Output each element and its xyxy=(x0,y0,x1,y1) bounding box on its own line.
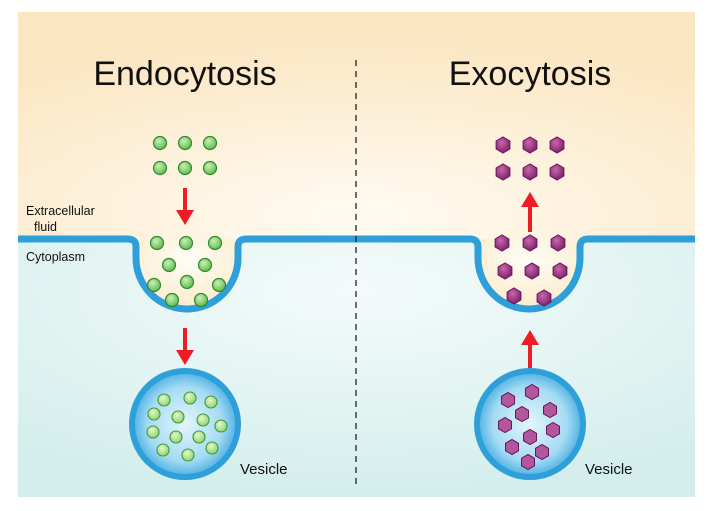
endocytosis-pocket xyxy=(138,239,236,307)
extracellular-label-line2: fluid xyxy=(34,220,57,234)
exo-vesicle xyxy=(474,368,586,480)
purple-particle xyxy=(522,163,538,181)
purple-particle xyxy=(495,163,511,181)
exocytosis-title: Exocytosis xyxy=(449,55,612,93)
green-particle xyxy=(207,235,223,251)
green-particle xyxy=(156,443,170,457)
purple-particle xyxy=(494,234,510,252)
green-particle xyxy=(152,160,168,176)
endo-arrow-in xyxy=(176,188,194,225)
purple-particle xyxy=(525,383,539,401)
green-particle xyxy=(171,410,185,424)
purple-particle xyxy=(535,443,549,461)
exo-arrow-in xyxy=(521,330,539,368)
green-particle xyxy=(202,135,218,151)
green-particle xyxy=(164,292,180,308)
purple-particle xyxy=(523,428,537,446)
purple-particle xyxy=(524,262,540,280)
endo-pocket-particles xyxy=(146,235,227,308)
green-particle xyxy=(196,413,210,427)
green-particle xyxy=(214,419,228,433)
purple-particle xyxy=(549,136,565,154)
green-particle xyxy=(157,393,171,407)
exo-arrow-out xyxy=(521,192,539,232)
green-particle xyxy=(149,235,165,251)
green-particle xyxy=(178,235,194,251)
green-particle xyxy=(204,395,218,409)
purple-particle xyxy=(552,262,568,280)
green-particle xyxy=(161,257,177,273)
green-particle xyxy=(202,160,218,176)
green-particle xyxy=(181,448,195,462)
green-particle xyxy=(179,274,195,290)
endo-outside-particles xyxy=(152,135,218,176)
purple-particle xyxy=(543,401,557,419)
green-particle xyxy=(183,391,197,405)
purple-particle xyxy=(505,438,519,456)
endocytosis-title: Endocytosis xyxy=(93,55,276,93)
green-particle xyxy=(197,257,213,273)
purple-particle xyxy=(501,391,515,409)
green-particle xyxy=(193,292,209,308)
green-particle xyxy=(169,430,183,444)
green-particle xyxy=(147,407,161,421)
purple-particle xyxy=(495,136,511,154)
green-particle xyxy=(177,135,193,151)
purple-particle xyxy=(498,416,512,434)
cell-membrane xyxy=(18,235,695,313)
purple-particle xyxy=(522,136,538,154)
purple-particle xyxy=(546,421,560,439)
extracellular-label-line1: Extracellular xyxy=(26,204,95,218)
green-particle xyxy=(146,425,160,439)
endo-vesicle xyxy=(129,368,241,480)
endo-arrow-out xyxy=(176,328,194,365)
purple-particle xyxy=(497,262,513,280)
exo-outside-particles xyxy=(495,136,565,181)
purple-particle xyxy=(536,289,552,307)
green-particle xyxy=(211,277,227,293)
green-particle xyxy=(205,441,219,455)
green-particle xyxy=(152,135,168,151)
purple-particle xyxy=(515,405,529,423)
extracellular-region xyxy=(18,12,695,239)
green-particle xyxy=(192,430,206,444)
vesicle-label-left: Vesicle xyxy=(240,461,288,478)
purple-particle xyxy=(550,234,566,252)
exo-pocket-particles xyxy=(494,234,568,307)
green-particle xyxy=(177,160,193,176)
purple-particle xyxy=(549,163,565,181)
cytoplasm-label: Cytoplasm xyxy=(26,250,85,264)
vesicle-label-right: Vesicle xyxy=(585,461,633,478)
purple-particle xyxy=(506,287,522,305)
purple-particle xyxy=(521,453,535,471)
green-particle xyxy=(146,277,162,293)
purple-particle xyxy=(522,234,538,252)
